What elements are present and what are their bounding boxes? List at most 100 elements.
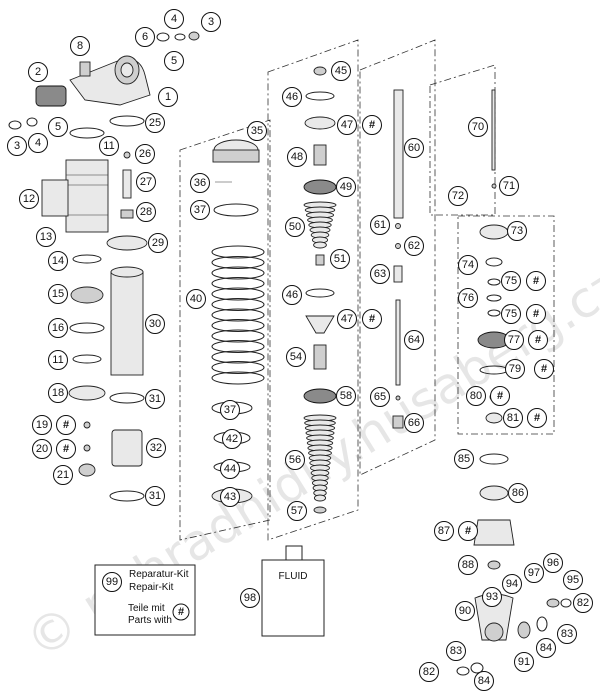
hash-circle	[526, 271, 546, 291]
hash-circle	[534, 359, 554, 379]
callout-73: 73	[507, 221, 527, 241]
callout-8: 8	[70, 36, 90, 56]
callout-number: 28	[140, 206, 152, 218]
callout-circle	[458, 255, 478, 275]
callout-80: 80	[466, 386, 486, 406]
callout-72: 72	[448, 186, 468, 206]
hash-badge: #	[362, 115, 382, 135]
callout-36: 36	[190, 173, 210, 193]
callout-circle	[499, 176, 519, 196]
callout-77: 77	[504, 330, 524, 350]
callout-61: 61	[370, 215, 390, 235]
callout-13: 13	[36, 227, 56, 247]
ring-top-6	[156, 32, 170, 42]
cup-47a	[304, 116, 336, 130]
callout-91: 91	[514, 652, 534, 672]
callout-57: 57	[287, 501, 307, 521]
callout-number: 12	[23, 193, 35, 205]
callout-number: 76	[462, 292, 474, 304]
callout-circle	[135, 27, 155, 47]
callout-circle	[503, 408, 523, 428]
part-8	[79, 61, 91, 77]
callout-circle	[448, 186, 468, 206]
callout-number: 71	[503, 180, 515, 192]
shim-disc	[313, 241, 327, 249]
callout-62: 62	[404, 236, 424, 256]
hash-circle	[526, 304, 546, 324]
callout-number: 13	[40, 231, 52, 243]
callout-number: 42	[226, 433, 238, 445]
callout-99: 99	[102, 572, 122, 592]
spring-coil	[211, 340, 265, 353]
adjuster-knob	[35, 85, 67, 107]
repair-kit-hash-badge: #	[172, 603, 190, 621]
callout-circle	[286, 347, 306, 367]
callout-circle	[404, 413, 424, 433]
hash-badge: #	[526, 304, 546, 324]
hash-circle	[362, 309, 382, 329]
callout-number: 90	[459, 605, 471, 617]
callout-circle	[220, 400, 240, 420]
callout-97: 97	[524, 563, 544, 583]
callout-11: 11	[99, 136, 119, 156]
callout-number: 11	[52, 354, 63, 366]
piston-rod-group	[392, 89, 404, 429]
callout-75: 75	[501, 271, 521, 291]
callout-number: 47	[341, 119, 353, 131]
callout-19: 19	[32, 415, 52, 435]
callout-number: 37	[194, 204, 206, 216]
callout-number: 75	[505, 275, 517, 287]
callout-84: 84	[536, 638, 556, 658]
callout-14: 14	[48, 251, 68, 271]
ring-46a	[305, 91, 335, 101]
callout-circle	[285, 217, 305, 237]
clevis-eye	[484, 622, 504, 642]
callout-number: 44	[224, 463, 236, 475]
callout-49: 49	[336, 177, 356, 197]
callout-31: 31	[145, 389, 165, 409]
callout-number: 57	[291, 505, 303, 517]
callout-number: 5	[55, 121, 61, 133]
callout-number: 84	[478, 675, 490, 687]
callout-number: 99	[106, 576, 118, 588]
callout-76: 76	[458, 288, 478, 308]
hash-symbol: #	[533, 308, 539, 320]
part-51	[315, 254, 325, 266]
callout-79: 79	[505, 359, 525, 379]
callout-12: 12	[19, 189, 39, 209]
callout-number: 79	[509, 363, 521, 375]
callout-42: 42	[222, 429, 242, 449]
callout-circle	[507, 221, 527, 241]
callout-circle	[336, 177, 356, 197]
callout-63: 63	[370, 264, 390, 284]
hash-symbol: #	[63, 419, 69, 431]
callout-16: 16	[48, 318, 68, 338]
callout-circle	[501, 271, 521, 291]
callout-number: 6	[142, 31, 148, 43]
callout-circle	[501, 304, 521, 324]
hash-badge: #	[528, 330, 548, 350]
part-95	[546, 598, 560, 608]
spring-coil	[211, 287, 265, 301]
callout-number: 66	[408, 417, 420, 429]
hash-symbol: #	[497, 390, 503, 402]
callout-circle	[28, 133, 48, 153]
callout-circle	[404, 330, 424, 350]
callout-18: 18	[48, 383, 68, 403]
spring-coil	[211, 329, 265, 343]
spring-coil	[211, 319, 265, 332]
callout-circle	[502, 574, 522, 594]
callout-circle	[331, 61, 351, 81]
callout-75: 75	[501, 304, 521, 324]
hash-symbol: #	[369, 313, 375, 325]
callout-25: 25	[145, 113, 165, 133]
callout-circle	[474, 671, 494, 691]
callout-circle	[240, 588, 260, 608]
hash-symbol: #	[63, 443, 69, 455]
callout-number: 77	[508, 334, 520, 346]
callout-number: 48	[291, 151, 303, 163]
part-88	[487, 560, 501, 570]
callout-number: 83	[561, 628, 573, 640]
ring-82	[560, 598, 572, 608]
